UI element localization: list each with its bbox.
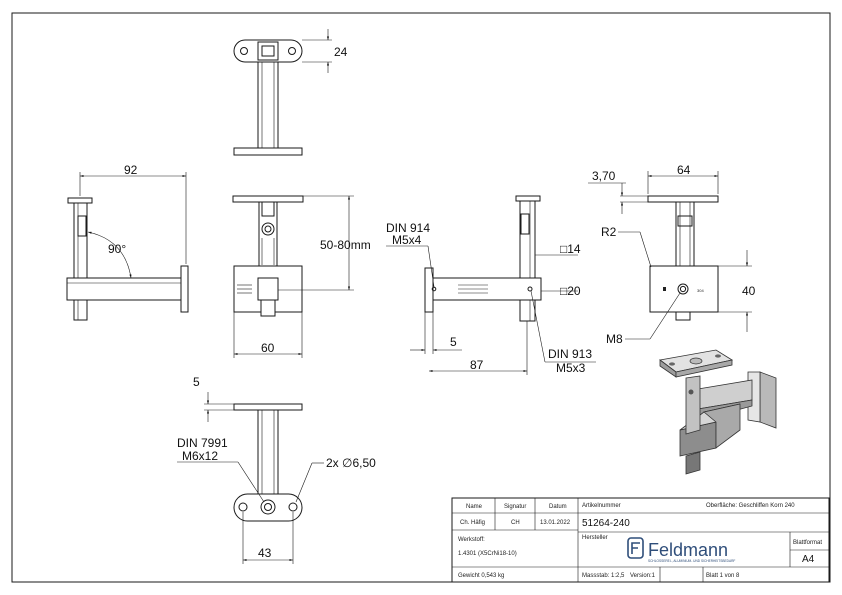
tb-sheet: Blatt 1 von 8 xyxy=(706,573,740,579)
tb-brand-name: Feldmann xyxy=(648,540,728,560)
tb-name-label: Name xyxy=(466,504,483,510)
dim-angle: 90° xyxy=(108,242,126,256)
dim-50-80: 50-80mm xyxy=(320,238,371,252)
tb-surface-label: Oberfläche: Geschliffen Korn 240 xyxy=(706,503,795,509)
din7991-label: DIN 7991 xyxy=(177,436,228,450)
tb-signature-label: Signatur xyxy=(504,504,526,510)
side-view-right xyxy=(386,195,596,375)
tb-date-label: Datum xyxy=(549,504,567,510)
dim-sq14: □14 xyxy=(560,242,581,256)
dim-5-bottom: 5 xyxy=(193,375,200,389)
din914-size: M5x4 xyxy=(392,233,422,247)
sheet-border xyxy=(11,12,831,583)
tb-article-number: 51264-240 xyxy=(582,518,630,529)
tb-checker-sig: CH xyxy=(511,520,520,526)
front-view xyxy=(232,195,354,358)
back-view: 304 xyxy=(588,171,752,340)
dim-64: 64 xyxy=(677,163,691,177)
tb-checker-name: Ch. Häfig xyxy=(460,520,485,526)
dim-87: 87 xyxy=(470,358,484,372)
top-view xyxy=(233,29,332,156)
dim-60: 60 xyxy=(261,341,275,355)
din913-label: DIN 913 xyxy=(548,347,592,361)
dim-24: 24 xyxy=(334,45,348,59)
tb-material: 1.4301 (X5CrNi18-10) xyxy=(458,551,517,557)
svg-text:304: 304 xyxy=(697,288,704,293)
tb-scale: Massstab: 1:2,5 xyxy=(582,573,625,579)
tb-format: A4 xyxy=(802,554,815,565)
holes-label: 2x ∅6,50 xyxy=(326,456,376,470)
dim-43: 43 xyxy=(258,546,272,560)
title-block xyxy=(451,497,830,583)
tb-brand-tagline: SCHLOSSEREI-, ALUMINIUM- UND SICHERHEITS… xyxy=(648,559,735,563)
dim-40: 40 xyxy=(742,284,756,298)
thread-m8: M8 xyxy=(606,332,623,346)
dim-92: 92 xyxy=(124,163,138,177)
dim-5-side: 5 xyxy=(450,335,457,349)
dim-3-70: 3,70 xyxy=(592,169,616,183)
tb-version: Version:1 xyxy=(630,573,656,579)
isometric-view xyxy=(659,349,777,475)
din7991-size: M6x12 xyxy=(182,449,218,463)
tb-format-label: Blattformat xyxy=(793,540,822,546)
bottom-view xyxy=(177,392,324,564)
tb-checker-date: 13.01.2022 xyxy=(540,520,571,526)
tb-weight: Gewicht 0,543 kg xyxy=(458,573,504,579)
dim-sq20: □20 xyxy=(560,284,581,298)
side-view-left xyxy=(66,172,189,321)
tb-maker-label: Hersteller xyxy=(582,535,608,541)
din914-label: DIN 914 xyxy=(386,221,430,235)
radius-r2: R2 xyxy=(601,225,617,239)
tb-article-label: Artikelnummer xyxy=(582,503,621,509)
din913-size: M5x3 xyxy=(556,361,586,375)
tb-material-label: Werkstoff: xyxy=(458,537,485,543)
